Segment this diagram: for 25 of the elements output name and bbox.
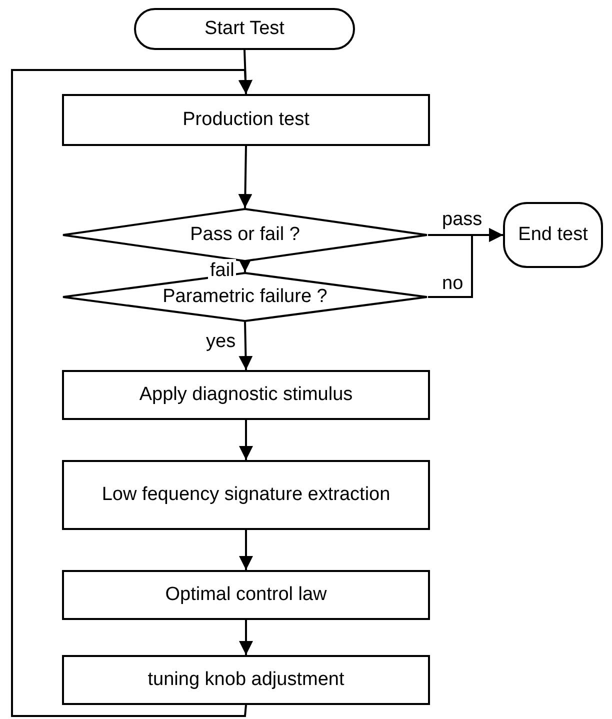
node-text: Start Test (204, 17, 286, 41)
arrow (239, 530, 253, 570)
process-box (62, 460, 430, 530)
arrow (238, 322, 253, 370)
arrow (11, 69, 252, 717)
node-text: Pass or fail ? (189, 223, 301, 247)
node-text: Production test (182, 108, 310, 132)
process-box (62, 570, 430, 620)
process-box (62, 655, 430, 705)
node-text: Low fequency signature extraction (100, 483, 392, 507)
node-text: End test (517, 223, 589, 247)
arrow (239, 420, 253, 460)
terminal-box (503, 202, 603, 268)
node-text: Parametric failure ? (162, 285, 328, 309)
arrow (238, 146, 252, 208)
arrow (238, 50, 253, 94)
arrow (239, 620, 253, 655)
node-text: Optimal control law (164, 583, 328, 607)
decision-diamond (62, 208, 428, 262)
node-text: Apply diagnostic stimulus (138, 383, 354, 407)
terminal-box (134, 8, 355, 50)
process-box (62, 370, 430, 420)
process-box (62, 94, 430, 146)
node-text: tuning knob adjustment (146, 668, 346, 692)
arrow (428, 228, 503, 298)
